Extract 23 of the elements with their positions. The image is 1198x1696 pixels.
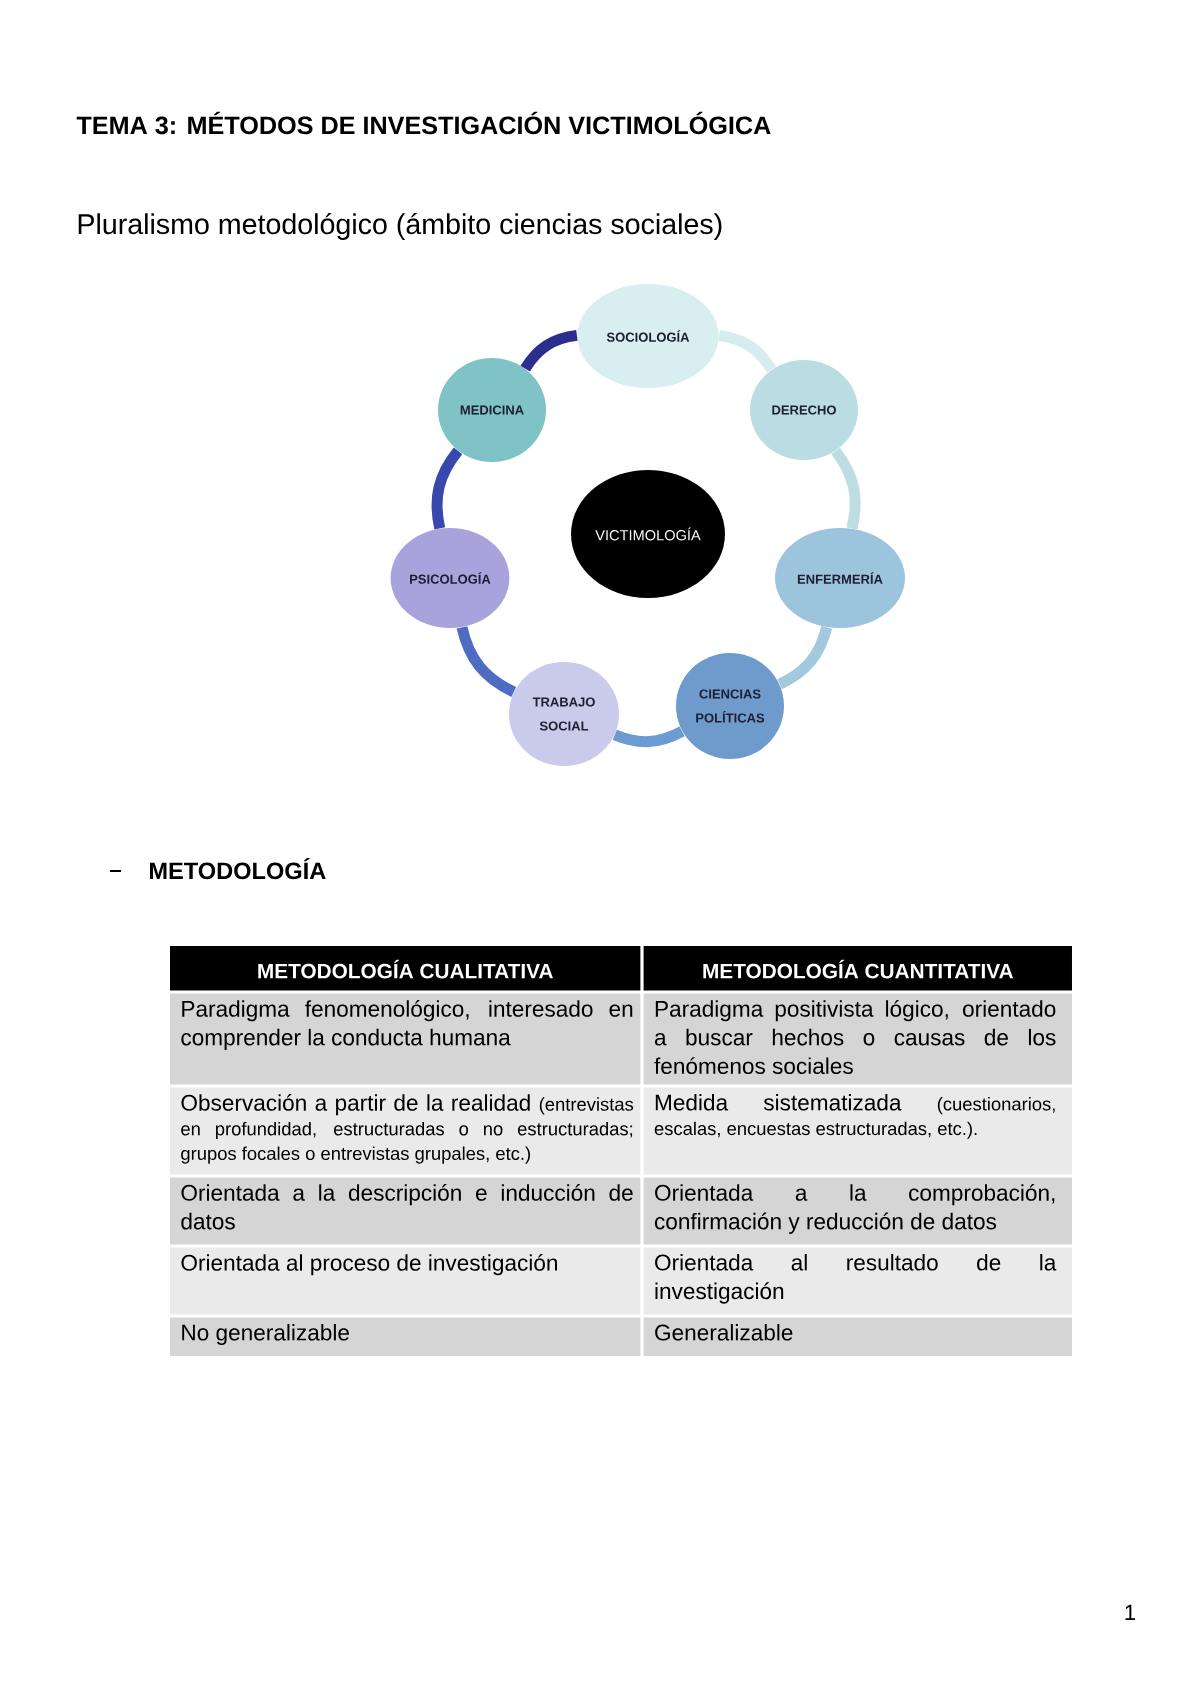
connector-arc [456,626,517,697]
connector-arc [831,447,861,530]
table-header-cell: METODOLOGÍA CUANTITATIVA [643,946,1072,991]
connector-arc [718,330,777,373]
connector-arc [431,447,463,530]
table-cell: Generalizable [643,1317,1072,1356]
connector-arc [520,329,578,372]
table-cell: Orientada a la descripción e inducción de datos [170,1177,641,1245]
table-cell: Medida sistematizada (cuestionarios, escalas, encuestas estructuradas, etc.). [643,1087,1072,1175]
section-heading: METODOLOGÍA [149,858,326,880]
table-cell: Observación a partir de la realidad (entrevistas en profundidad, estructuradas o no estructuradas; grupos focales o entrevistas grupales, etc.) [170,1087,641,1175]
subheading: Pluralismo metodológico (ámbito ciencias sociales) [78,212,722,240]
table-header-cell: METODOLOGÍA CUALITATIVA [170,946,641,991]
table-cell: Paradigma fenomenológico, interesado en comprender la conducta humana [170,993,641,1085]
table-cell: Orientada a la comprobación, confirmación y reducción de datos [643,1177,1072,1245]
page-number: 1 [1125,1604,1136,1620]
connector-arc [777,625,832,690]
table-cell: Orientada al proceso de investigación [170,1247,641,1315]
table-cell: Orientada al resultado de la investigación [643,1247,1072,1315]
table-cell: No generalizable [170,1317,641,1356]
heading: TEMA 3: MÉTODOS DE INVESTIGACIÓN VICTIMOLÓGICA [76,111,771,135]
connector-arc [612,726,685,748]
table-cell: Paradigma positivista lógico, orientado a buscar hechos o causas de los fenómenos sociales [643,993,1072,1085]
